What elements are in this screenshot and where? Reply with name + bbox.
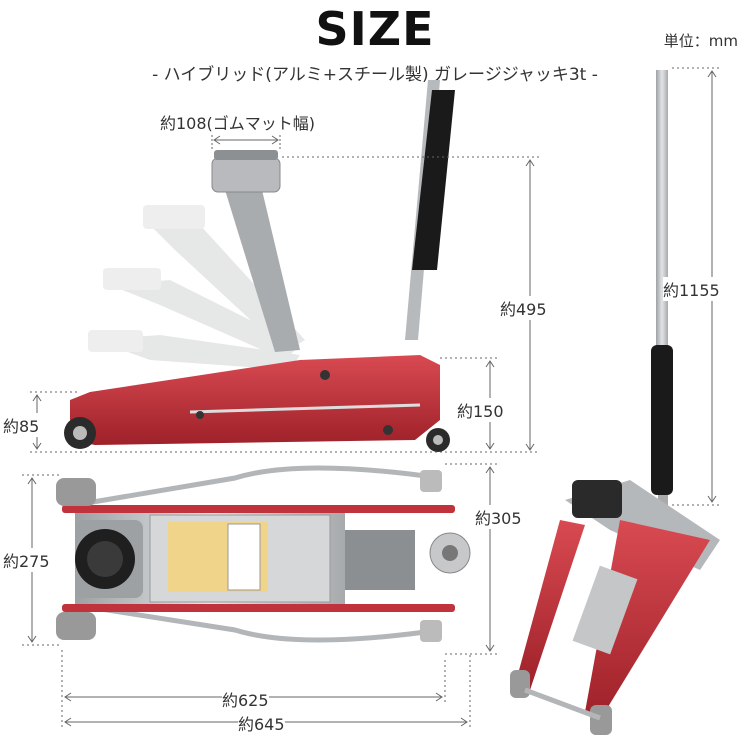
rail-bottom (62, 604, 455, 612)
page-title: SIZE (315, 2, 435, 56)
handle-grip (412, 90, 455, 270)
wheel-angled-left (510, 670, 530, 698)
wheel-track-label: 約275 (3, 548, 50, 572)
max-height-label: 約495 (500, 296, 547, 320)
handle-shaft (656, 70, 668, 350)
side-view-jack (64, 80, 455, 452)
body-width-label: 約305 (475, 505, 522, 529)
frame-angled-right (585, 520, 710, 720)
rail-top (62, 505, 455, 513)
saddle-min-label: 約150 (457, 398, 504, 422)
rubber-pad (214, 150, 278, 160)
min-height-label: 約85 (3, 413, 40, 437)
front-wheel-bottom (56, 612, 96, 640)
angled-view-jack (510, 70, 720, 735)
handle-grip-angled (651, 345, 673, 495)
side-frame (70, 355, 440, 445)
length-645-label: 約645 (238, 711, 285, 735)
lift-arm (225, 190, 300, 352)
pad-width-label: 約108(ゴムマット幅) (160, 110, 316, 134)
length-625-label: 約625 (222, 687, 269, 711)
wheel-angled-right (590, 705, 612, 735)
unit-label: 単位：mm (663, 32, 738, 50)
top-view-jack (56, 465, 471, 643)
saddle-angled (572, 480, 622, 518)
saddle-raised (211, 157, 281, 193)
handle-length-label: 約1155 (663, 277, 720, 301)
frame-angled-left (515, 520, 585, 690)
product-subtitle: - ハイブリッド(アルミ+スチール製) ガレージジャッキ3t - (152, 65, 598, 85)
front-wheel-top (56, 478, 96, 506)
